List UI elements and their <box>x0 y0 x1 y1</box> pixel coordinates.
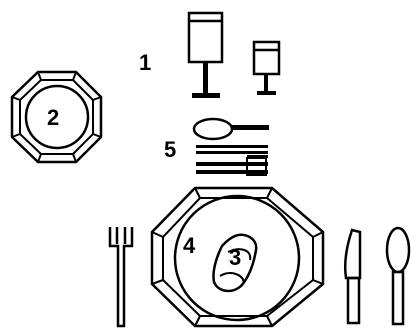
label-dinner-plate: 4 <box>183 233 196 258</box>
water-goblet-icon <box>189 13 222 98</box>
label-napkin: 3 <box>229 245 241 270</box>
dinner-fork-icon <box>110 227 132 326</box>
label-glasses: 1 <box>139 50 151 75</box>
dinner-knife-icon <box>345 230 360 323</box>
wine-glass-icon <box>254 42 279 95</box>
dessert-spoon-icon <box>194 119 269 139</box>
label-dessert-utensils: 5 <box>164 137 176 162</box>
dessert-fork-icon <box>196 145 268 158</box>
soup-spoon-icon <box>387 228 409 324</box>
dessert-knife-icon <box>196 158 268 175</box>
label-bread-plate: 2 <box>47 105 59 130</box>
